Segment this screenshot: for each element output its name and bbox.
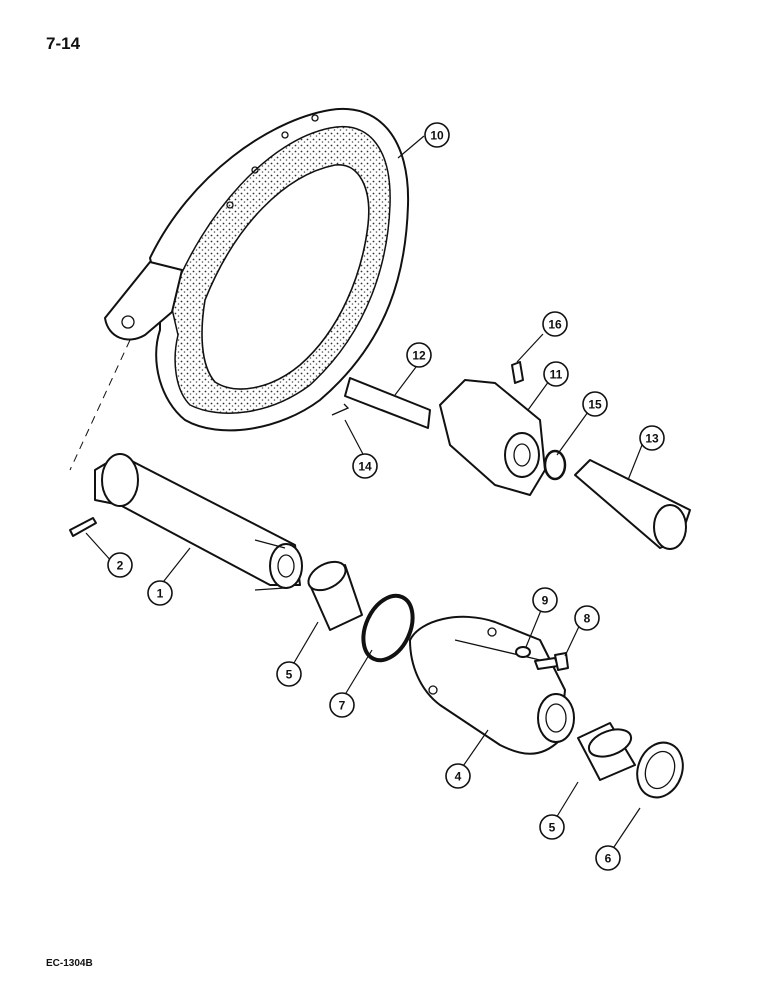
callout-9: 9 xyxy=(532,587,558,613)
callout-13: 13 xyxy=(639,425,665,451)
callout-15: 15 xyxy=(582,391,608,417)
bushing-upper xyxy=(307,560,363,631)
svg-text:14: 14 xyxy=(358,460,372,474)
svg-text:7: 7 xyxy=(339,699,346,713)
callout-7: 7 xyxy=(329,692,355,718)
snap-ring xyxy=(543,449,567,481)
callout-14: 14 xyxy=(352,453,378,479)
brake-band xyxy=(104,107,410,432)
lever xyxy=(439,379,546,496)
svg-text:6: 6 xyxy=(605,852,612,866)
page-number: 7-14 xyxy=(46,34,81,53)
housing xyxy=(409,615,575,755)
svg-text:8: 8 xyxy=(584,612,591,626)
svg-text:1: 1 xyxy=(157,587,164,601)
svg-text:5: 5 xyxy=(549,821,556,835)
washer xyxy=(515,646,531,658)
callout-16: 16 xyxy=(542,311,568,337)
shaft xyxy=(94,453,303,591)
figure-code: EC-1304B xyxy=(46,958,93,969)
callout-8: 8 xyxy=(574,605,600,631)
svg-text:9: 9 xyxy=(542,594,549,608)
svg-text:16: 16 xyxy=(548,318,562,332)
svg-text:12: 12 xyxy=(412,349,426,363)
svg-text:2: 2 xyxy=(117,559,124,573)
svg-text:15: 15 xyxy=(588,398,602,412)
seal xyxy=(636,741,684,799)
callout-12: 12 xyxy=(406,342,432,368)
svg-text:11: 11 xyxy=(550,368,563,382)
bolt xyxy=(534,652,569,671)
bushing-lower xyxy=(577,722,636,781)
callout-11: 11 xyxy=(543,361,569,387)
roll-pin xyxy=(69,517,97,537)
svg-text:4: 4 xyxy=(455,770,462,784)
pivot-pin xyxy=(344,377,431,429)
o-ring xyxy=(361,593,415,663)
anchor-pin xyxy=(574,459,691,550)
assembly-guide-line xyxy=(69,339,131,471)
callout-5-upper: 5 xyxy=(276,661,302,687)
callout-5-lower: 5 xyxy=(539,814,565,840)
callout-1: 1 xyxy=(147,580,173,606)
svg-text:5: 5 xyxy=(286,668,293,682)
svg-text:10: 10 xyxy=(430,129,444,143)
cotter-pin xyxy=(331,403,350,416)
callout-10: 10 xyxy=(424,122,450,148)
set-screw xyxy=(511,361,524,384)
svg-text:13: 13 xyxy=(645,432,659,446)
callout-2: 2 xyxy=(107,552,133,578)
callout-6: 6 xyxy=(595,845,621,871)
callout-4: 4 xyxy=(445,763,471,789)
